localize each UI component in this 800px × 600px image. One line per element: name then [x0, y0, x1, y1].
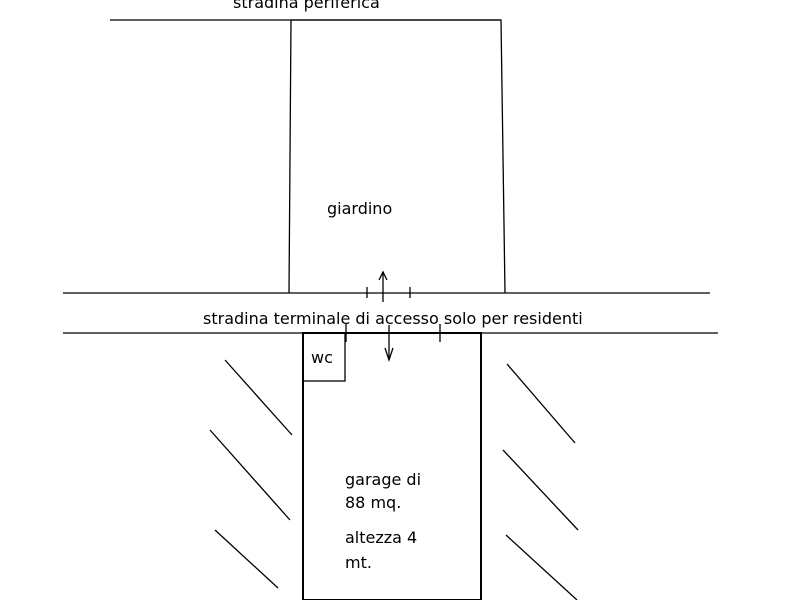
height-label-line2: mt. [345, 553, 372, 572]
wc-label: wc [311, 348, 333, 367]
entry-arrow-down-head [384, 347, 394, 363]
hatch-left [209, 359, 293, 589]
garden-label: giardino [327, 199, 392, 218]
height-label-line1: altezza 4 [345, 528, 417, 547]
wc-room-outline [302, 332, 346, 382]
top-road-label: stradina periferica [233, 0, 380, 12]
garage-label-line2: 88 mq. [345, 493, 401, 512]
garage-outline [302, 332, 482, 600]
garden-outline [288, 19, 506, 294]
access-road-label: stradina terminale di accesso solo per r… [203, 309, 583, 328]
hatch-right [502, 363, 579, 600]
garage-label-line1: garage di [345, 470, 421, 489]
entry-arrow-up-head [378, 270, 388, 281]
